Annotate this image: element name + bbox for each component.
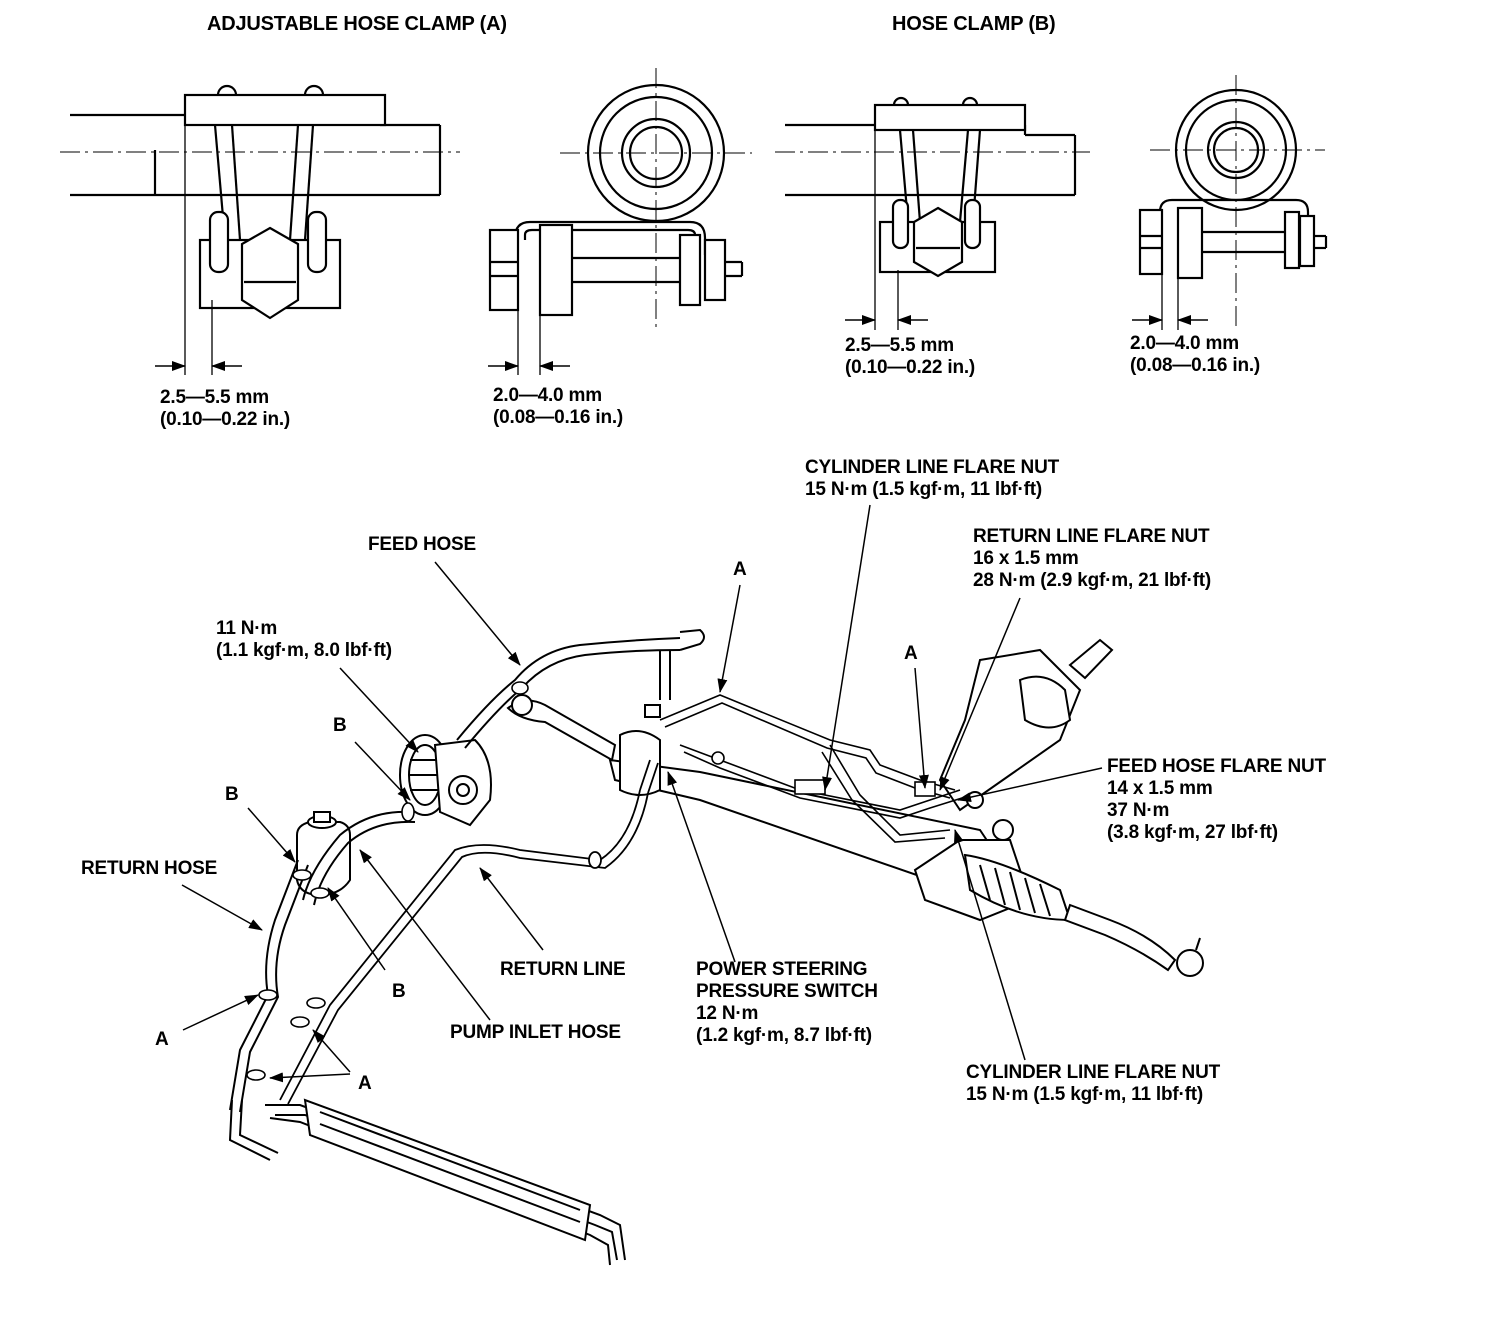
marker-a-left: A (155, 1029, 169, 1050)
callout-line-2: PRESSURE SWITCH (696, 981, 878, 1002)
callout-line-4: (1.2 kgf·m, 8.7 lbf·ft) (696, 1025, 872, 1046)
cooler-line (265, 1098, 626, 1266)
dim-in: (0.08—0.16 in.) (1130, 355, 1261, 376)
marker-a-bottom: A (358, 1073, 372, 1094)
callout-return-line: RETURN LINE (500, 959, 626, 980)
callout-power-steering-pressure-switch: POWER STEERING PRESSURE SWITCH 12 N·m (1… (696, 959, 878, 1047)
clamp-b-end-view (1132, 75, 1328, 330)
clamp-a-title: ADJUSTABLE HOSE CLAMP (A) (207, 13, 507, 35)
marker-b-reservoir-bottom: B (392, 981, 406, 1002)
marker-b-reservoir-top: B (225, 784, 239, 805)
feed-hose (456, 628, 705, 749)
clamp-a-side-view (60, 84, 460, 375)
callout-line-1: CYLINDER LINE FLARE NUT (966, 1062, 1221, 1083)
callout-line-1: POWER STEERING (696, 959, 868, 980)
pump-assembly (399, 734, 492, 827)
callout-line-3: 28 N·m (2.9 kgf·m, 21 lbf·ft) (973, 570, 1212, 591)
callout-cylinder-line-flare-nut-bottom: CYLINDER LINE FLARE NUT 15 N·m (1.5 kgf·… (966, 1062, 1220, 1106)
marker-a-top-right: A (904, 643, 918, 664)
clamp-b-side-dimension: 2.5—5.5 mm (0.10—0.22 in.) (845, 335, 975, 379)
pump-inlet-hose (302, 810, 416, 906)
callout-feed-hose-flare-nut: FEED HOSE FLARE NUT 14 x 1.5 mm 37 N·m (… (1107, 756, 1326, 844)
dim-mm: 2.0—4.0 mm (1130, 333, 1239, 354)
callout-feed-hose: FEED HOSE (368, 534, 476, 555)
dim-mm: 2.5—5.5 mm (845, 335, 954, 356)
steering-rack (506, 638, 1204, 977)
clamp-b-title: HOSE CLAMP (B) (892, 13, 1056, 35)
dim-mm: 2.5—5.5 mm (160, 387, 269, 408)
marker-b-pump: B (333, 715, 347, 736)
return-line (279, 759, 659, 1105)
callout-line-1: 11 N·m (216, 618, 278, 639)
callout-pump-bolt-torque: 11 N·m (1.1 kgf·m, 8.0 lbf·ft) (216, 618, 392, 662)
dim-mm: 2.0—4.0 mm (493, 385, 602, 406)
clamp-a-side-dimension: 2.5—5.5 mm (0.10—0.22 in.) (160, 387, 290, 431)
callout-line-1: CYLINDER LINE FLARE NUT (805, 457, 1060, 478)
rack-lines (659, 694, 963, 843)
callout-line-2: 16 x 1.5 mm (973, 548, 1079, 569)
clamp-b-end-dimension: 2.0—4.0 mm (0.08—0.16 in.) (1130, 333, 1260, 377)
callout-return-hose: RETURN HOSE (81, 858, 218, 879)
dim-in: (0.10—0.22 in.) (845, 357, 976, 378)
dim-in: (0.10—0.22 in.) (160, 409, 291, 430)
callout-line-2: 14 x 1.5 mm (1107, 778, 1213, 799)
callout-line-2: (1.1 kgf·m, 8.0 lbf·ft) (216, 640, 392, 661)
callout-cylinder-line-flare-nut-top: CYLINDER LINE FLARE NUT 15 N·m (1.5 kgf·… (805, 457, 1059, 501)
callout-pump-inlet-hose: PUMP INLET HOSE (450, 1022, 621, 1043)
callout-return-line-flare-nut: RETURN LINE FLARE NUT 16 x 1.5 mm 28 N·m… (973, 526, 1211, 592)
marker-a-top-left: A (733, 559, 747, 580)
leader-arrows (181, 504, 1103, 1083)
reservoir (296, 811, 351, 897)
callout-line-3: 12 N·m (696, 1003, 759, 1024)
clamp-a-end-dimension: 2.0—4.0 mm (0.08—0.16 in.) (493, 385, 623, 429)
clamp-b-side-view (775, 96, 1090, 330)
hose-clamps (246, 681, 529, 1081)
callout-line-2: 15 N·m (1.5 kgf·m, 11 lbf·ft) (966, 1084, 1204, 1105)
callout-line-2: 15 N·m (1.5 kgf·m, 11 lbf·ft) (805, 479, 1043, 500)
clamp-a-end-view (488, 68, 752, 375)
dim-in: (0.08—0.16 in.) (493, 407, 624, 428)
callout-line-1: RETURN LINE FLARE NUT (973, 526, 1210, 547)
callout-line-1: FEED HOSE FLARE NUT (1107, 756, 1326, 777)
callout-line-4: (3.8 kgf·m, 27 lbf·ft) (1107, 822, 1278, 843)
callout-line-3: 37 N·m (1107, 800, 1170, 821)
